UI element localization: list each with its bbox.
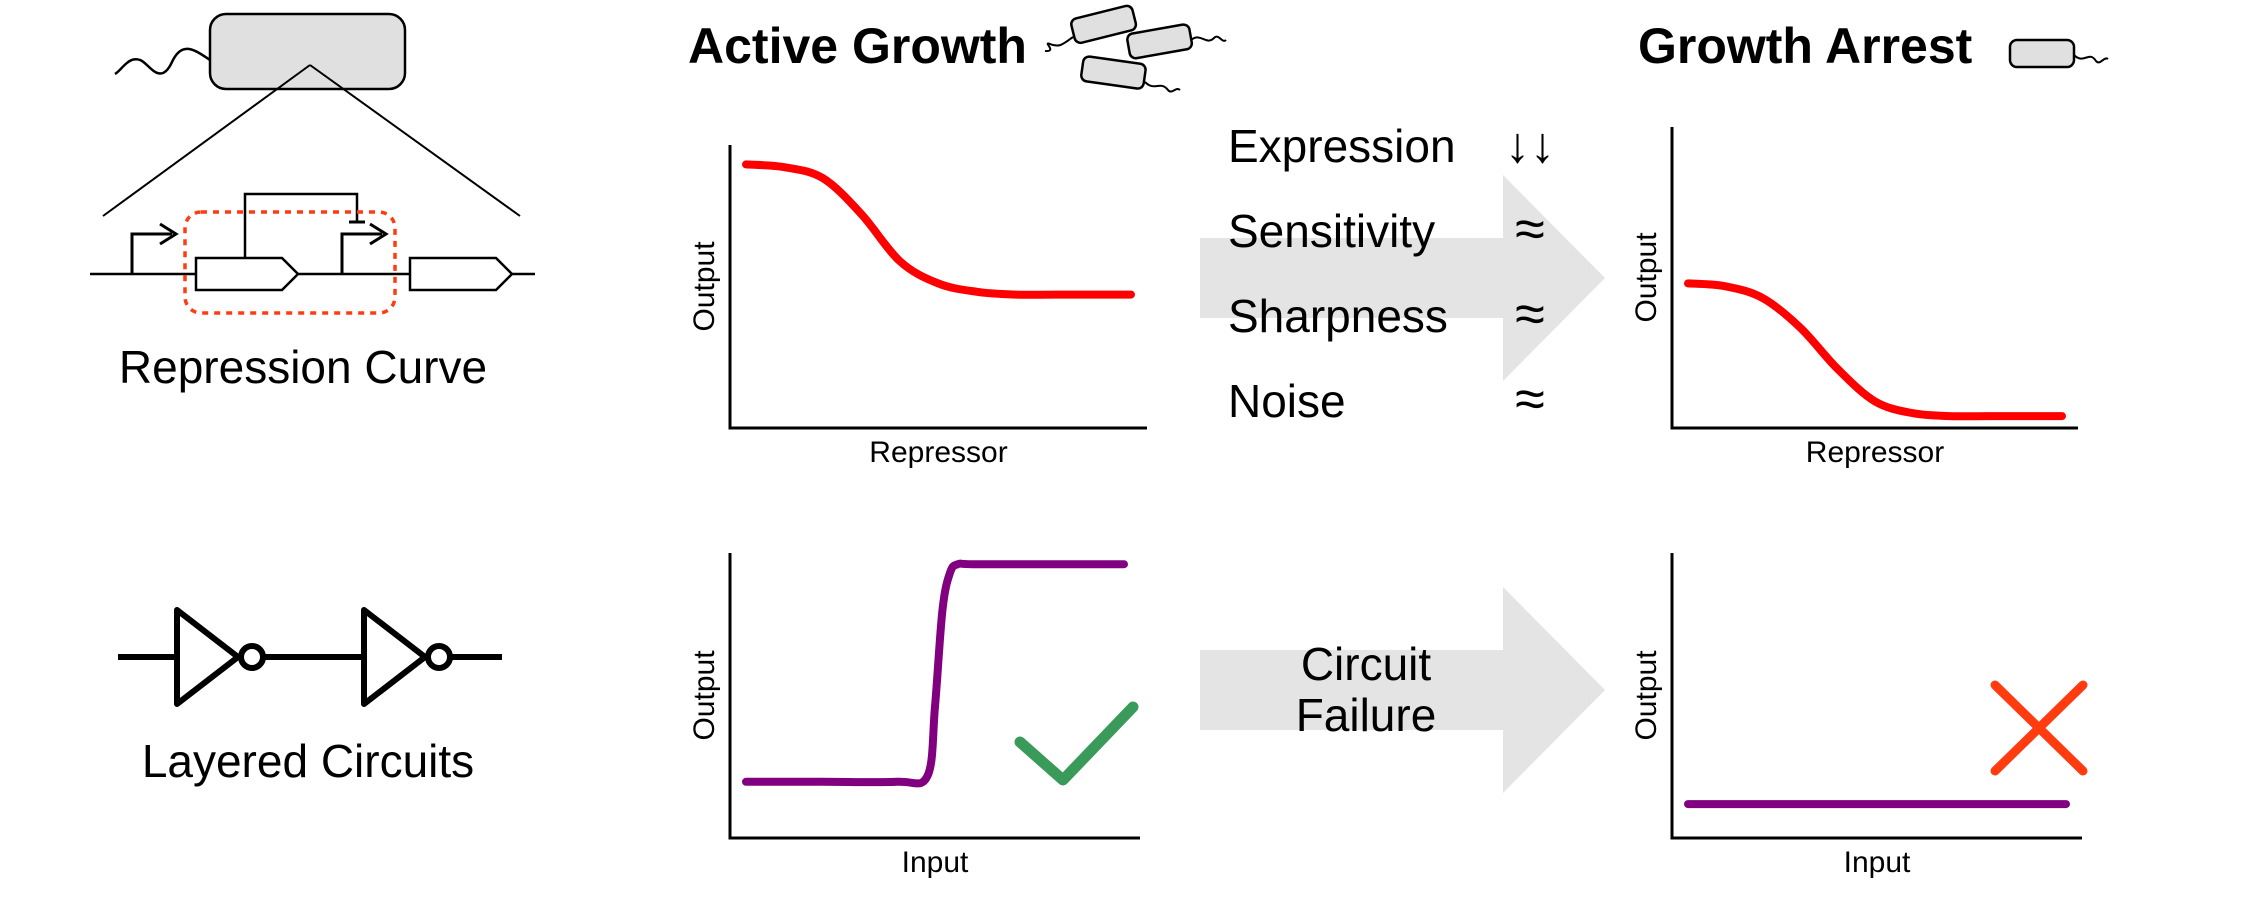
x-axis-label: Input bbox=[902, 846, 969, 879]
inverter-1-bubble bbox=[238, 643, 266, 671]
y-axis-label: Output bbox=[688, 650, 721, 741]
inverter-2-icon bbox=[361, 607, 428, 707]
chart-axes bbox=[1670, 553, 2082, 840]
metric-expression-symbol: ↓↓ bbox=[1505, 117, 1555, 173]
flagellum-icon bbox=[114, 47, 211, 76]
layered-circuits: Layered Circuits bbox=[118, 607, 502, 787]
x-axis-label: Repressor bbox=[869, 436, 1007, 469]
plot-arrest-repression: Repressor Output bbox=[1630, 127, 2078, 469]
active-growth-title: Active Growth bbox=[688, 18, 1027, 74]
chart-axes bbox=[728, 553, 1140, 840]
metric-sharpness-symbol: ≈ bbox=[1515, 284, 1545, 344]
promoter-2-icon bbox=[340, 232, 382, 274]
plot-arrest-circuit: Input Output bbox=[1630, 553, 2082, 879]
check-mark-icon bbox=[1014, 701, 1139, 786]
x-axis-label: Input bbox=[1844, 846, 1911, 879]
metric-sensitivity-label: Sensitivity bbox=[1228, 205, 1435, 257]
repression-arc bbox=[243, 192, 359, 258]
promoter-1-icon bbox=[130, 232, 172, 274]
metrics-list: Expression ↓↓ Sensitivity ≈ Sharpness ≈ … bbox=[1228, 117, 1555, 429]
metric-sharpness-label: Sharpness bbox=[1228, 290, 1448, 342]
repression-curve-label: Repression Curve bbox=[119, 341, 487, 393]
plot-active-circuit: Input Output bbox=[688, 553, 1140, 879]
zoom-line-left bbox=[102, 64, 311, 217]
metric-noise-label: Noise bbox=[1228, 375, 1346, 427]
growth-arrest-title: Growth Arrest bbox=[1638, 18, 1973, 74]
metric-sensitivity-symbol: ≈ bbox=[1515, 199, 1545, 259]
cross-mark-icon bbox=[1990, 680, 2088, 776]
inverter-1-icon bbox=[174, 607, 241, 707]
gene-1-icon bbox=[194, 256, 300, 292]
series-line bbox=[742, 559, 1128, 788]
promoter-1-arrowhead bbox=[159, 222, 179, 246]
metric-expression-label: Expression bbox=[1228, 120, 1456, 172]
promoter-2-arrowhead bbox=[369, 222, 389, 246]
metric-noise-symbol: ≈ bbox=[1515, 369, 1545, 429]
repression-construct: Repression Curve bbox=[90, 12, 535, 393]
zoom-line-right bbox=[309, 64, 521, 217]
circuit-failure-line1: Circuit bbox=[1301, 638, 1432, 690]
circuit-failure-line2: Failure bbox=[1296, 689, 1437, 741]
top-transition-arrow bbox=[1200, 175, 1605, 381]
arrested-cell-icon bbox=[2008, 38, 2109, 69]
plot-active-repression: Repressor Output bbox=[688, 145, 1147, 469]
chart-axes bbox=[1670, 127, 2078, 430]
y-axis-label: Output bbox=[688, 241, 721, 332]
y-axis-label: Output bbox=[1630, 232, 1663, 323]
bottom-transition-arrow bbox=[1200, 587, 1605, 793]
layered-circuits-label: Layered Circuits bbox=[142, 735, 474, 787]
inverter-2-bubble bbox=[425, 643, 453, 671]
gene-2-icon bbox=[408, 256, 514, 292]
series-line bbox=[1684, 279, 2066, 421]
dashed-repression-box bbox=[183, 210, 397, 315]
x-axis-label: Repressor bbox=[1806, 436, 1944, 469]
chart-axes bbox=[728, 145, 1147, 430]
series-line bbox=[742, 160, 1135, 299]
dividing-cells-icon bbox=[1044, 4, 1227, 93]
y-axis-label: Output bbox=[1630, 650, 1663, 741]
cell-icon bbox=[208, 12, 407, 91]
